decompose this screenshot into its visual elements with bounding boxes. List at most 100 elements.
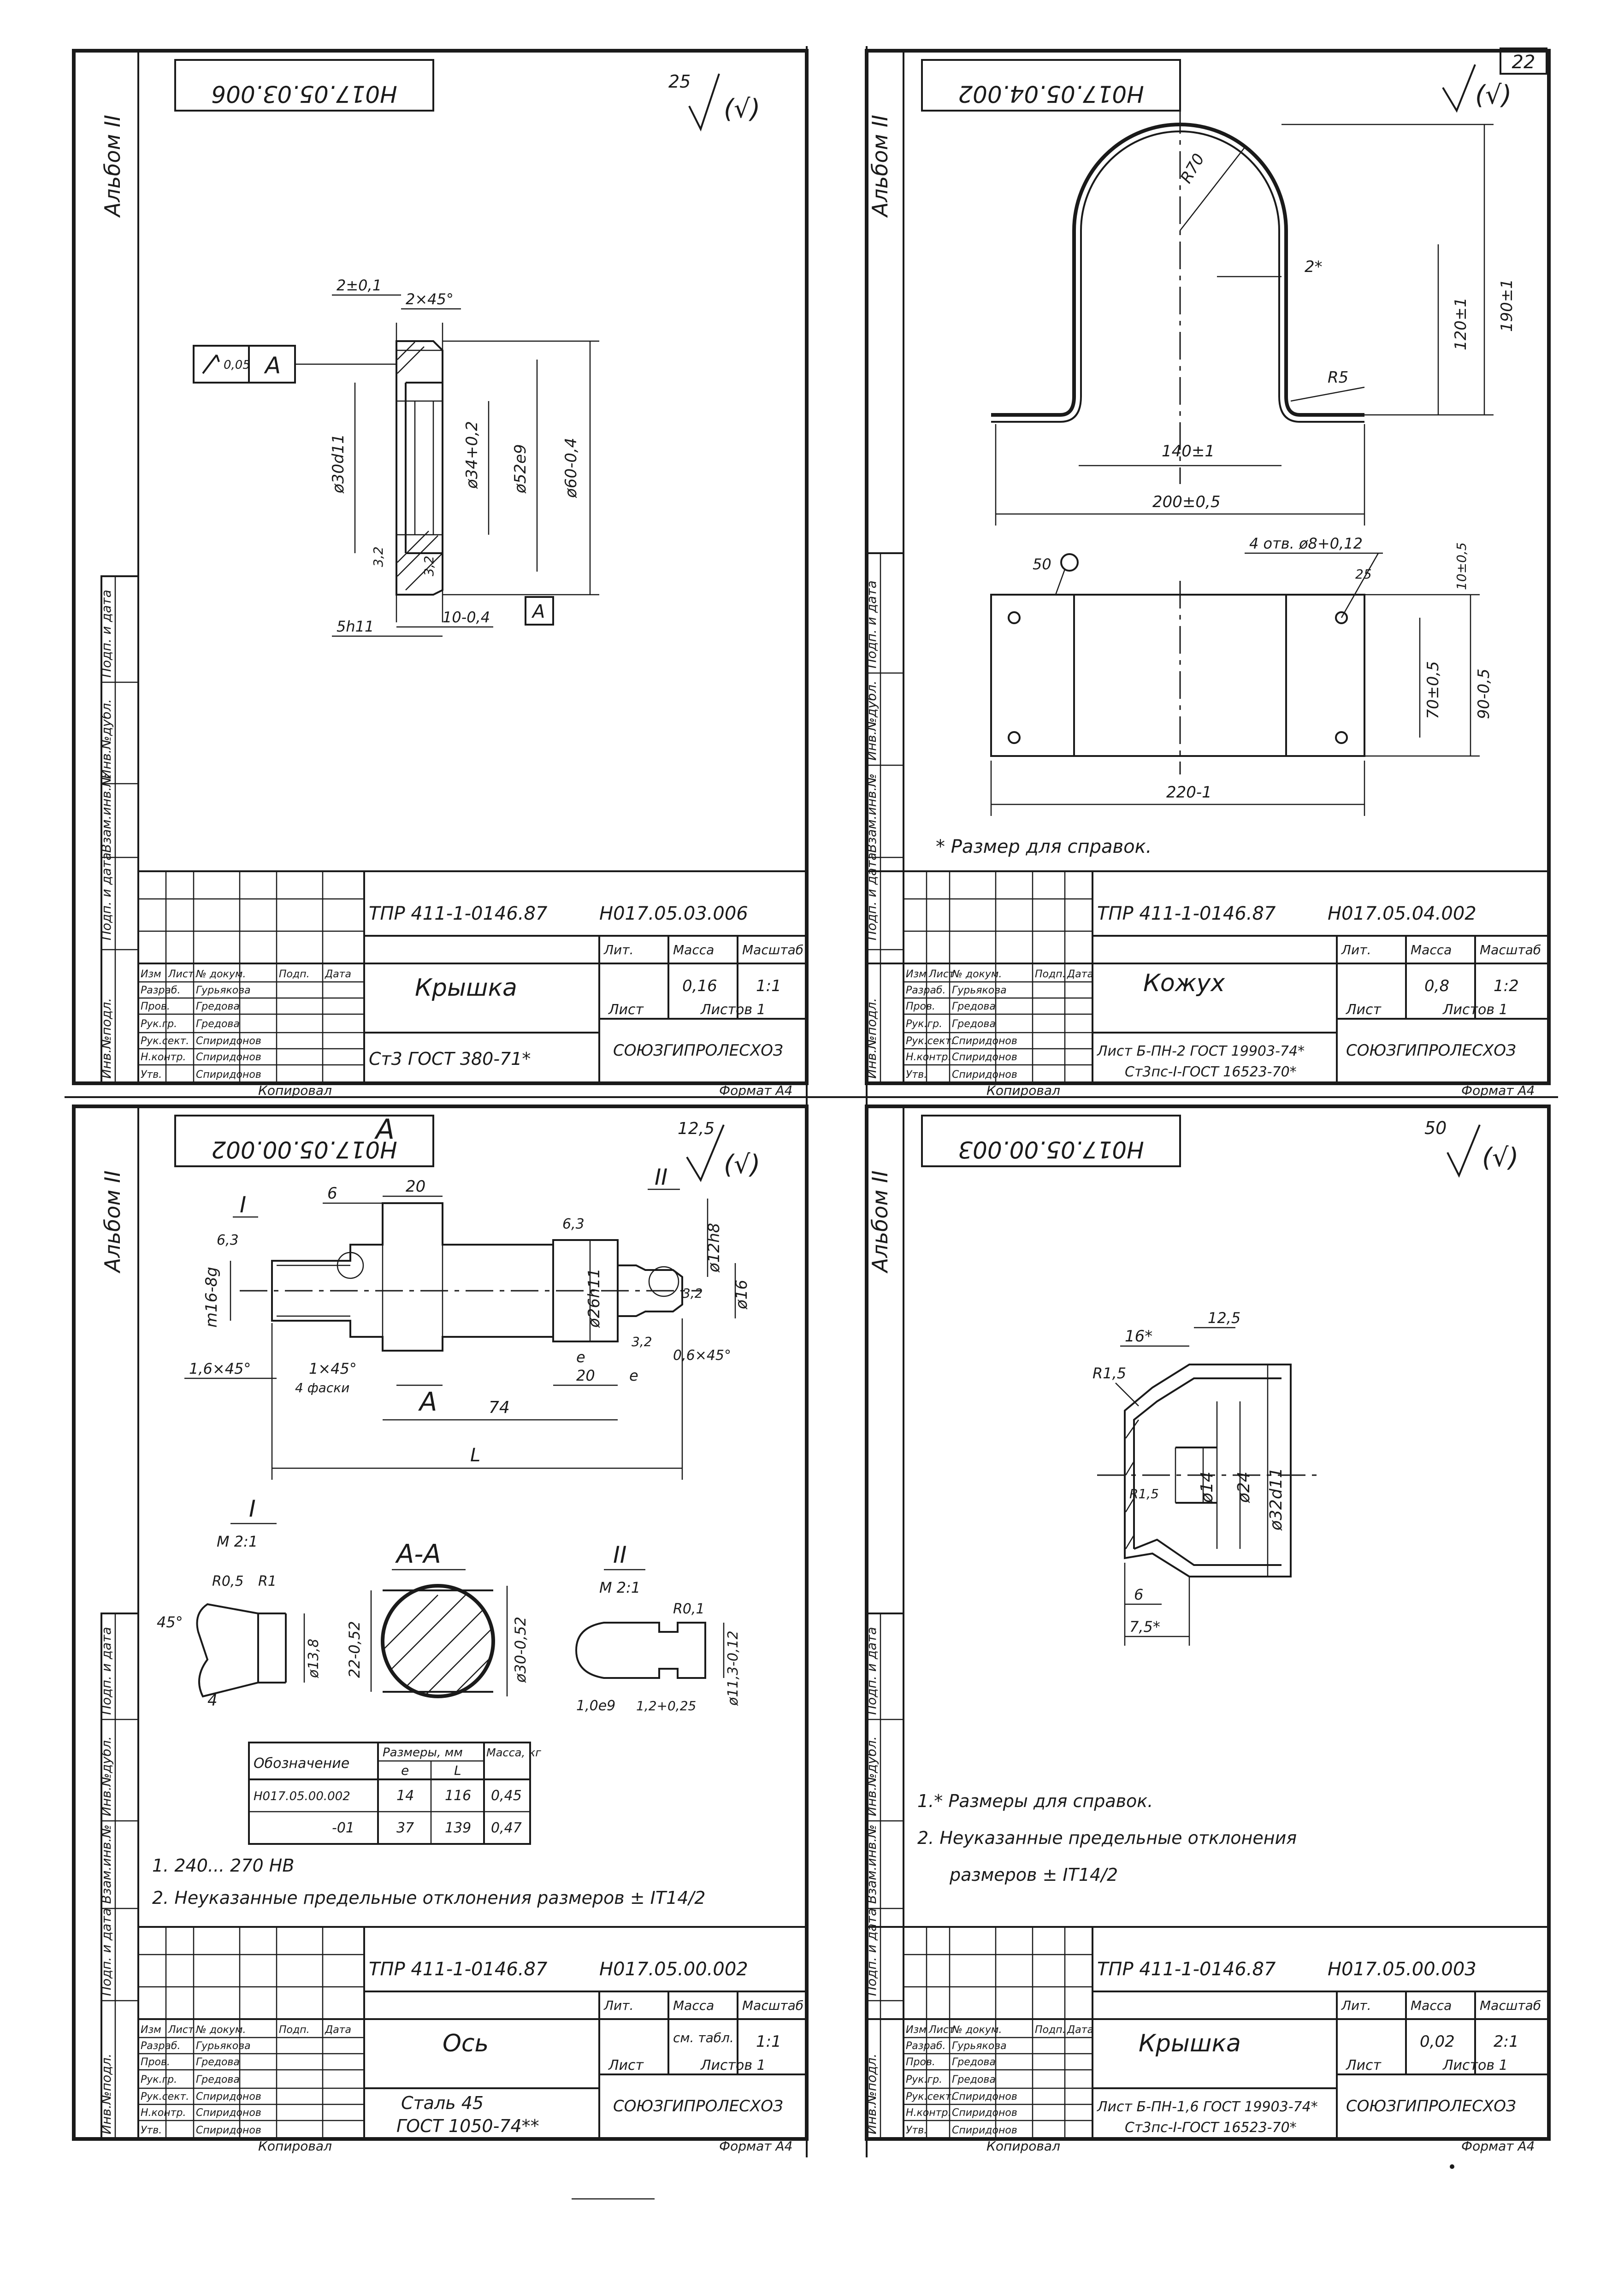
header-mass: Масса bbox=[1411, 942, 1452, 957]
staff-name: Спиридонов bbox=[952, 2091, 1017, 2103]
row-header: Лист bbox=[928, 2024, 955, 2036]
staff-role: Утв. bbox=[906, 2125, 927, 2136]
drawing-note: 1. 240... 270 НВ bbox=[152, 1855, 294, 1876]
sheets-label: Листов 1 bbox=[1442, 1002, 1508, 1018]
row-header: Лист bbox=[168, 969, 195, 980]
title-block-3: ТПР 411-1-0146.87 H017.05.00.002 Ось Лит… bbox=[137, 1926, 808, 2154]
svg-text:A: A bbox=[264, 352, 281, 379]
header-mass: Масса bbox=[673, 942, 714, 957]
roughness-symbol: 12,5 (√) bbox=[678, 1119, 760, 1182]
dim: 4 фаски bbox=[295, 1380, 349, 1395]
scale-value: 1:2 bbox=[1494, 977, 1519, 995]
staff-name: Спиридонов bbox=[196, 2125, 261, 2136]
svg-text:М 2:1: М 2:1 bbox=[217, 1533, 258, 1550]
svg-text:1,2+0,25: 1,2+0,25 bbox=[636, 1698, 696, 1713]
table-cell: 0,47 bbox=[491, 1820, 522, 1836]
dim: 200±0,5 bbox=[1152, 493, 1220, 511]
svg-text:25: 25 bbox=[668, 71, 691, 92]
dim: 2* bbox=[1305, 258, 1323, 276]
staff-name: Гредова bbox=[952, 2056, 996, 2068]
table-header: Масса, кг bbox=[486, 1746, 541, 1759]
mass-value: 0,16 bbox=[682, 977, 717, 995]
doc-code: ТПР 411-1-0146.87 bbox=[1097, 903, 1276, 924]
dim: 190±1 bbox=[1498, 279, 1516, 332]
scale-value: 1:1 bbox=[756, 977, 781, 995]
table-cell: 37 bbox=[396, 1820, 414, 1836]
drawing-note: 1.* Размеры для справок. bbox=[917, 1791, 1153, 1811]
dim: 12,5 bbox=[1208, 1309, 1240, 1327]
dim: 70±0,5 bbox=[1424, 661, 1442, 719]
format-label: Формат А4 bbox=[719, 1083, 792, 1098]
drawing-code-stamp: Н017.05.04.002 bbox=[958, 81, 1144, 107]
format-label: Формат А4 bbox=[719, 2138, 792, 2154]
doc-code: ТПР 411-1-0146.87 bbox=[1097, 1959, 1276, 1980]
side-label: Взам.инв.№ bbox=[99, 1825, 114, 1904]
side-label: Инв.№дубл. bbox=[864, 1736, 879, 1816]
sheet-label: Лист bbox=[1346, 1002, 1382, 1018]
casing-plan-view: 50 bbox=[990, 553, 1365, 774]
sheets-label: Листов 1 bbox=[700, 2057, 766, 2073]
tolerance-frame: 0,05 A A bbox=[193, 345, 554, 626]
staff-name: Гредова bbox=[952, 1018, 996, 1030]
header-scale: Масштаб bbox=[742, 1998, 803, 2013]
org-name: СОЮЗГИПРОЛЕСХОЗ bbox=[1346, 1041, 1516, 1060]
dim: ø30d11 bbox=[329, 434, 348, 494]
material: Лист Б-ПН-1,6 ГОСТ 19903-74* bbox=[1097, 2099, 1318, 2115]
dim: ø52e9 bbox=[511, 444, 530, 494]
detail-mark: II bbox=[655, 1164, 667, 1190]
svg-text:50: 50 bbox=[1424, 1118, 1447, 1138]
staff-name: Гредова bbox=[952, 2074, 996, 2085]
mass-value: 0,8 bbox=[1424, 977, 1449, 995]
dim: 4 отв. ø8+0,12 bbox=[1249, 535, 1363, 552]
table-cell: -01 bbox=[332, 1820, 354, 1836]
staff-name: Спиридонов bbox=[952, 2107, 1017, 2119]
staff-role: Утв. bbox=[141, 2125, 162, 2136]
dim: 6,3 bbox=[217, 1232, 239, 1248]
dim: 10±0,5 bbox=[1454, 542, 1469, 590]
dim: 90-0,5 bbox=[1475, 668, 1493, 719]
drawing-code-stamp: Н017.05.03.006 bbox=[211, 81, 397, 107]
side-label: Подп. и дата bbox=[99, 1627, 114, 1715]
section-mark: A bbox=[374, 1113, 395, 1146]
row-header: Лист bbox=[168, 2024, 195, 2036]
dim: 5h11 bbox=[337, 618, 374, 635]
staff-role: Утв. bbox=[906, 1069, 927, 1081]
svg-text:50: 50 bbox=[1033, 555, 1051, 573]
format-label: Формат А4 bbox=[1461, 2138, 1535, 2154]
svg-text:(√): (√) bbox=[724, 94, 760, 124]
staff-role: Рук.сект. bbox=[141, 2091, 189, 2103]
side-label: Инв.№подл. bbox=[99, 2054, 114, 2134]
row-header: Изм bbox=[906, 969, 927, 980]
side-label: Инв.№подл. bbox=[99, 998, 114, 1079]
staff-name: Спиридонов bbox=[952, 1035, 1017, 1047]
side-label: Взам.инв.№ bbox=[864, 1825, 879, 1904]
copied-label: Копировал bbox=[986, 1083, 1060, 1098]
staff-name: Спиридонов bbox=[196, 2091, 261, 2103]
side-label: Подп. и дата bbox=[864, 1627, 879, 1715]
dim: ø60-0,4 bbox=[562, 438, 580, 498]
table-cell: 14 bbox=[396, 1788, 414, 1804]
dim: 0,6×45° bbox=[673, 1347, 731, 1364]
drawing-note: 2. Неуказанные предельные отклонения раз… bbox=[152, 1888, 705, 1908]
staff-name: Гредова bbox=[952, 1001, 996, 1012]
title-block-2: ТПР 411-1-0146.87 H017.05.04.002 Кожух Л… bbox=[866, 870, 1550, 1098]
header-mass: Масса bbox=[673, 1998, 714, 2013]
staff-role: Пров. bbox=[141, 1001, 170, 1012]
svg-text:(√): (√) bbox=[724, 1150, 760, 1180]
dim: 220-1 bbox=[1166, 783, 1212, 802]
dim: 6 bbox=[1134, 1586, 1143, 1603]
row-header: № докум. bbox=[951, 2024, 1002, 2036]
dim: 3,2 bbox=[421, 555, 437, 576]
section-mark: A bbox=[418, 1387, 437, 1417]
row-header: Изм bbox=[141, 2024, 161, 2036]
svg-text:ø13,8: ø13,8 bbox=[306, 1639, 322, 1678]
dim: ø26h11 bbox=[585, 1268, 603, 1328]
staff-name: Спиридонов bbox=[952, 1051, 1017, 1063]
mass-value: 0,02 bbox=[1420, 2032, 1455, 2051]
drawing-casing-002: Н017.05.04.002 (√) R70 2* 120±1 190±1 R5… bbox=[921, 59, 1516, 857]
sheet-label: Лист bbox=[608, 2057, 644, 2073]
drawing-title: Крышка bbox=[1139, 2030, 1241, 2057]
side-label: Подп. и дата bbox=[99, 590, 114, 678]
side-margin-bl: Инв.№подл. Подп. и дата Взам.инв.№ Инв.№… bbox=[99, 1613, 139, 2140]
side-label: Инв.№дубл. bbox=[99, 1736, 114, 1816]
